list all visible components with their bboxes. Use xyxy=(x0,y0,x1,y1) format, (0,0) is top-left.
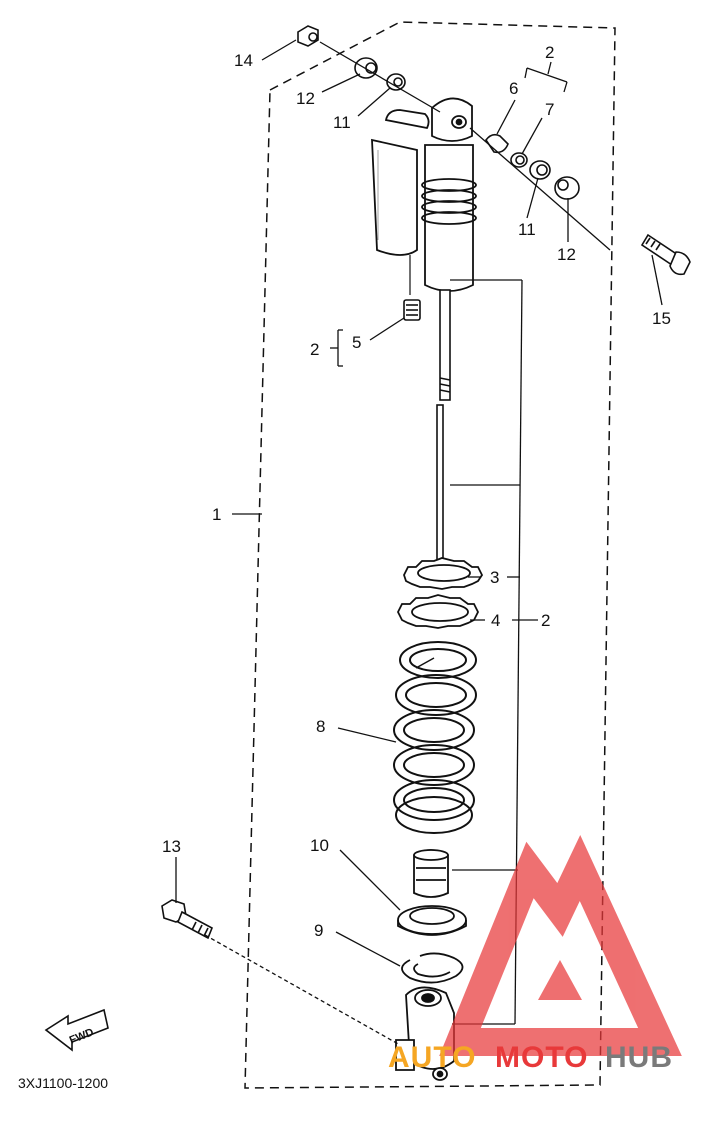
locknut-4 xyxy=(396,594,480,629)
callout-2-right: 2 xyxy=(541,611,550,630)
callout-10: 10 xyxy=(310,836,329,855)
spring-seat-10 xyxy=(397,905,467,936)
callout-9: 9 xyxy=(314,921,323,940)
diagram-code: 3XJ1100-1200 xyxy=(18,1075,108,1091)
callout-2-left: 2 xyxy=(310,340,319,359)
retainer-9 xyxy=(401,952,464,984)
callout-12-left: 12 xyxy=(296,89,315,108)
callout-15: 15 xyxy=(652,309,671,328)
callout-labels: 14 12 11 2 6 7 11 12 15 2 5 1 3 4 2 8 10… xyxy=(162,43,671,940)
top-hardware xyxy=(297,25,691,276)
watermark-part1: AUTO xyxy=(388,1041,476,1074)
bump-rubber xyxy=(413,849,449,898)
bushing-5 xyxy=(403,299,421,321)
callout-6: 6 xyxy=(509,79,518,98)
callout-1: 1 xyxy=(212,505,221,524)
shaft-part xyxy=(436,289,451,566)
callout-4: 4 xyxy=(491,611,500,630)
assembly-boundary xyxy=(244,21,616,1089)
reservoir-part xyxy=(371,109,430,295)
bolt-13 xyxy=(161,899,214,940)
locknut-3 xyxy=(403,557,484,590)
watermark-text: AUTO MOTO HUB xyxy=(388,1041,673,1074)
callout-5: 5 xyxy=(352,333,361,352)
callout-8: 8 xyxy=(316,717,325,736)
damper-body-part xyxy=(421,97,477,292)
fwd-arrow: FWD xyxy=(44,1008,109,1052)
callout-3: 3 xyxy=(490,568,499,587)
callout-14: 14 xyxy=(234,51,253,70)
watermark-part2: MOTO xyxy=(495,1041,588,1074)
watermark-logo xyxy=(439,834,682,1056)
callout-11-left: 11 xyxy=(333,113,351,132)
callout-13: 13 xyxy=(162,837,181,856)
callout-7: 7 xyxy=(545,100,554,119)
callout-2-top: 2 xyxy=(545,43,554,62)
callout-11-right: 11 xyxy=(518,220,536,239)
lower-clevis-part xyxy=(395,986,455,1081)
callout-12-right: 12 xyxy=(557,245,576,264)
watermark-part3: HUB xyxy=(605,1041,673,1074)
leader-lines xyxy=(175,39,663,1046)
spring-8 xyxy=(393,641,477,834)
